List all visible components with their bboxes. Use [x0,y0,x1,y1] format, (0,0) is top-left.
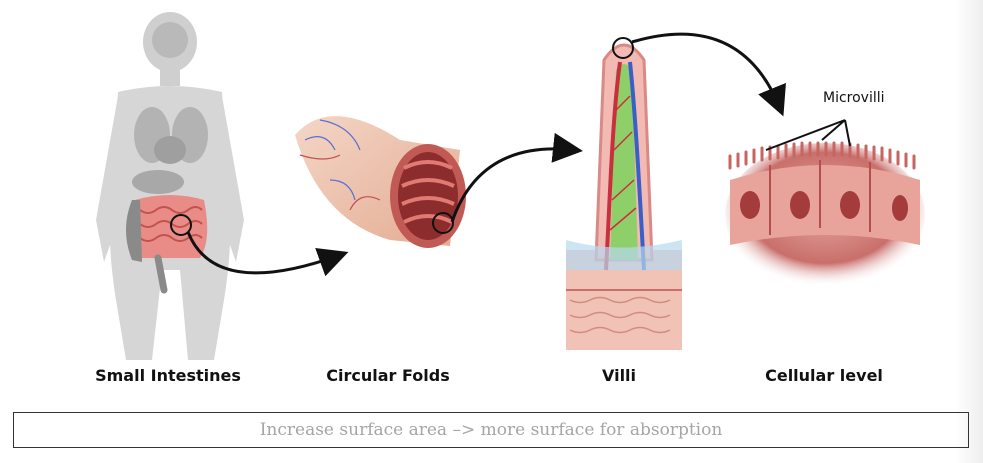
arrow-folds-to-villi [450,132,583,223]
caption-box: Increase surface area –> more surface fo… [13,412,969,448]
right-edge-shade [955,0,983,463]
stage-label-cellular-level: Cellular level [765,366,883,385]
circular-folds-illustration [295,116,466,248]
arrow-intestine-to-folds [186,231,349,277]
microvilli-label: Microvilli [823,90,885,106]
small-intestine-illustration [126,195,208,294]
cellular-level-illustration [725,119,925,287]
caption-text: Increase surface area –> more surface fo… [259,420,723,440]
human-silhouette [96,12,244,360]
villus-illustration [566,37,682,350]
diagram-canvas [96,12,925,360]
arrow-villi-to-cells [631,32,786,117]
stage-label-circular-folds: Circular Folds [326,366,450,385]
stage-label-small-intestines: Small Intestines [95,366,241,385]
stage-label-villi: Villi [601,366,637,385]
